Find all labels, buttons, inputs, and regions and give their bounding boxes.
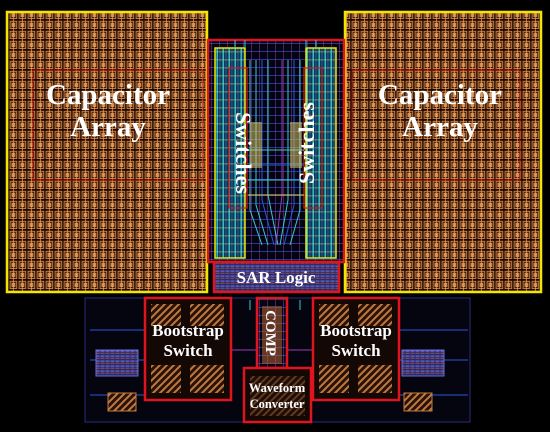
capacitor-array-left: Capacitor Array — [5, 10, 209, 294]
sar-logic-label: SAR Logic — [237, 268, 316, 287]
switches-right-inner — [303, 67, 323, 209]
sar-logic-fill — [214, 262, 339, 292]
waveform-line2: Converter — [250, 397, 305, 411]
switches-right-outline — [305, 47, 337, 259]
bootstrap-left-outline — [143, 296, 233, 402]
bootstrap-right-outline — [311, 296, 401, 402]
waveform-converter-block: Waveform Converter — [242, 366, 313, 424]
cap-right-line1: Capacitor — [378, 79, 502, 111]
switches-left-outline — [214, 47, 246, 259]
capacitor-array-right: Capacitor Array — [343, 10, 543, 294]
switch-driver-right — [290, 122, 302, 168]
waveform-line1: Waveform — [249, 381, 306, 395]
capacitor-array-left-fill — [7, 12, 207, 292]
waveform-outline — [242, 366, 313, 424]
capacitor-array-right-fill — [345, 12, 541, 292]
side-circuits-right — [401, 349, 445, 412]
bootstrap-right-line1: Bootstrap — [320, 321, 392, 340]
bootstrap-switch-right: Bootstrap Switch — [311, 296, 401, 402]
sar-logic-outline — [212, 260, 341, 294]
routing-wires — [234, 40, 317, 246]
side-circuits-left — [95, 349, 139, 412]
bootstrap-right-line2: Switch — [331, 341, 381, 360]
bootstrap-switch-left: Bootstrap Switch — [143, 296, 233, 402]
switch-driver-left — [250, 122, 262, 168]
cap-left-line1: Capacitor — [46, 79, 170, 111]
bootstrap-left-line1: Bootstrap — [152, 321, 224, 340]
cap-left-line2: Array — [70, 111, 146, 143]
comparator-block: COMP — [255, 296, 289, 370]
switches-left-fill — [215, 48, 245, 258]
bootstrap-left-line2: Switch — [163, 341, 213, 360]
comp-label: COMP — [262, 310, 278, 356]
sar-logic-block: SAR Logic — [212, 260, 341, 294]
switches-left-label: Switches — [231, 112, 256, 194]
capacitor-array-right-inner — [351, 69, 521, 181]
capacitor-array-left-inner — [32, 69, 204, 181]
cap-right-line2: Array — [402, 111, 478, 143]
switches-right-label: Switches — [294, 102, 319, 184]
switches-region: Switches Switches — [206, 38, 346, 264]
switches-left-inner — [228, 67, 248, 209]
switches-right-fill — [306, 48, 336, 258]
